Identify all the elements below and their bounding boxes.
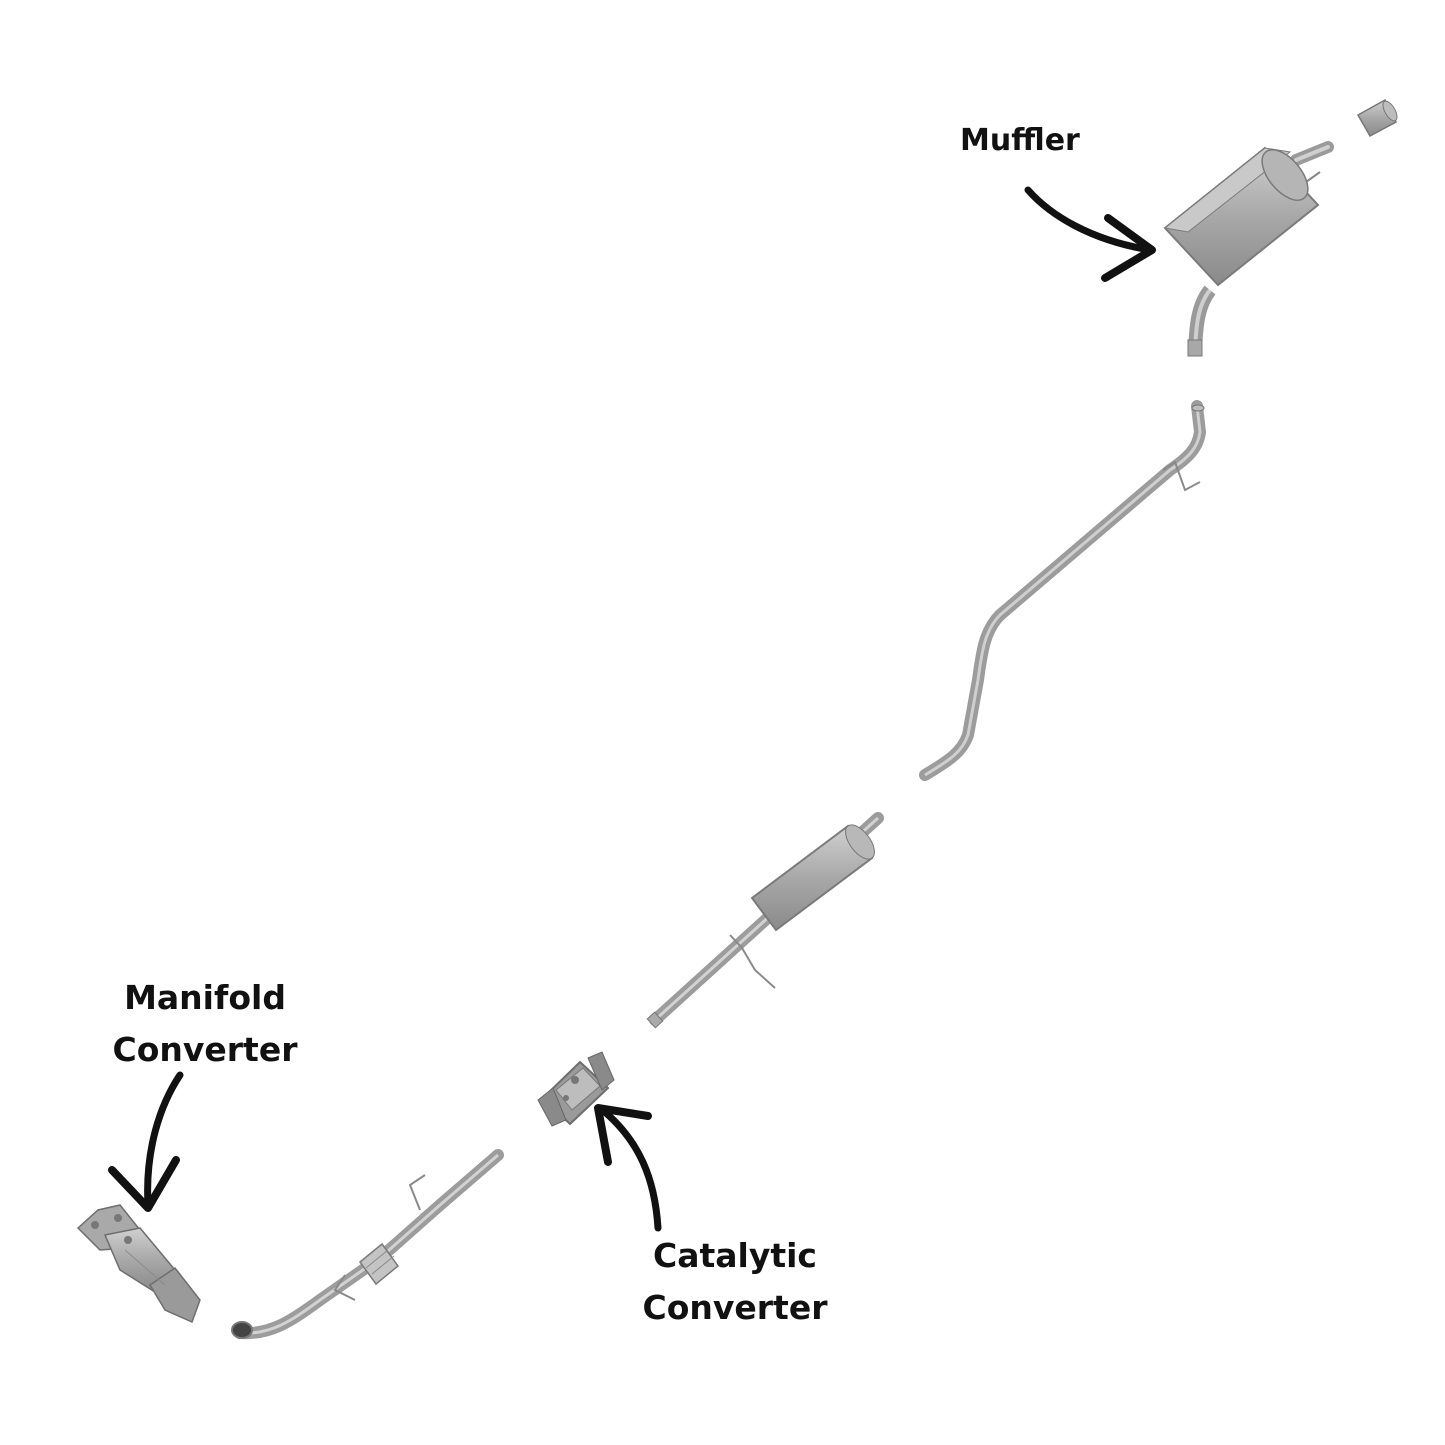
muffler-arrow xyxy=(1024,186,1156,282)
catalytic-converter-part xyxy=(537,1051,615,1127)
manifold-converter-label-line1: Manifold xyxy=(124,978,286,1017)
manifold-converter-arrow xyxy=(108,1071,184,1212)
exhaust-tip xyxy=(1356,98,1398,138)
catalytic-converter-label-line2: Converter xyxy=(642,1288,828,1327)
muffler-label: Muffler xyxy=(960,115,1095,167)
catalytic-converter-label: Catalytic Converter xyxy=(615,1230,855,1334)
muffler-part xyxy=(1163,141,1334,357)
manifold-converter-label-line2: Converter xyxy=(112,1030,298,1069)
resonator-pipe xyxy=(646,812,884,1029)
manifold-converter-part xyxy=(76,1204,201,1324)
intermediate-pipe xyxy=(919,400,1207,781)
catalytic-converter-label-line1: Catalytic xyxy=(652,1236,817,1275)
catalytic-converter-arrow xyxy=(594,1104,662,1232)
manifold-converter-label: Manifold Converter xyxy=(80,972,330,1076)
front-pipe xyxy=(231,1149,504,1340)
muffler-label-text: Muffler xyxy=(960,123,1080,158)
